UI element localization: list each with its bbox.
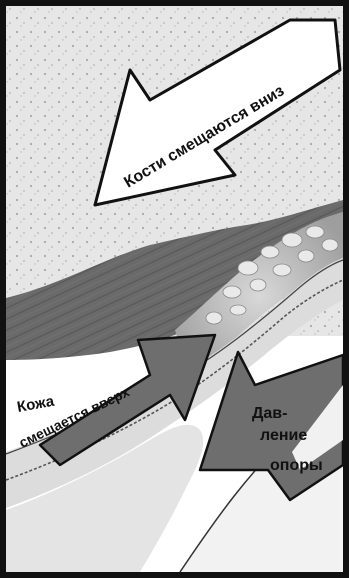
pressure-label-line2: ление <box>260 427 307 444</box>
pressure-label-line3: опоры <box>270 457 323 474</box>
pressure-label-line1: Дав- <box>252 405 287 422</box>
skin-label-line1: Кожа <box>16 393 56 416</box>
